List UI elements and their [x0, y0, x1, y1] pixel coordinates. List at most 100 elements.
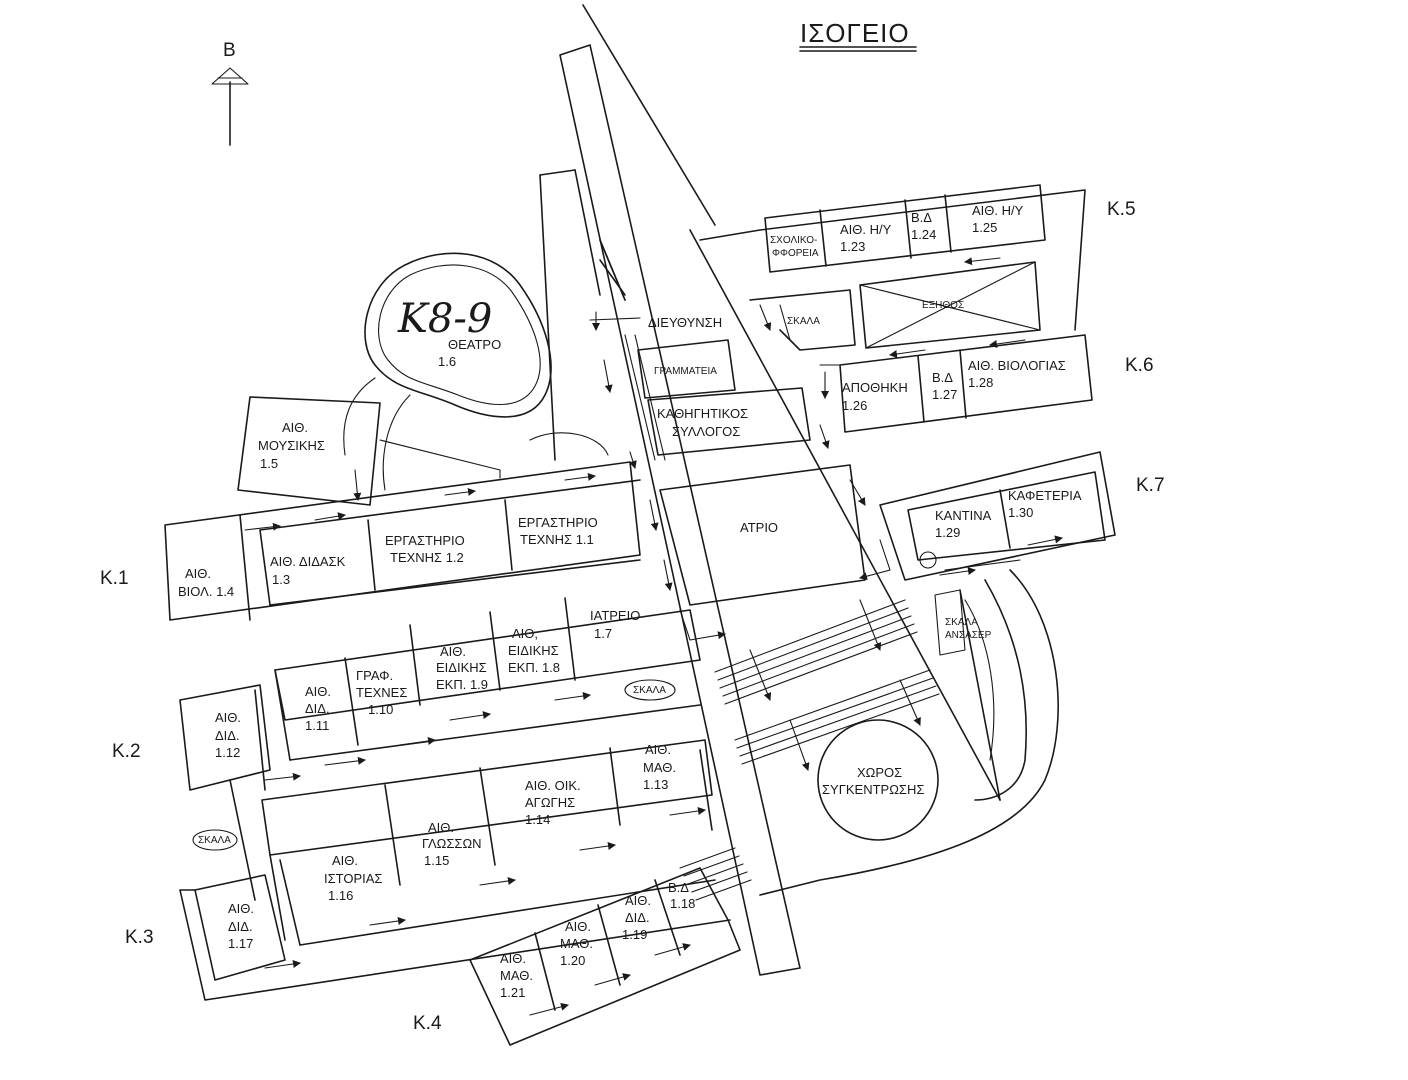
cafeteria-number: 1.30 — [1008, 505, 1033, 520]
north-arrow-icon — [211, 67, 249, 146]
east-corridor — [689, 189, 1086, 801]
theatre-approach — [343, 377, 609, 491]
lang115-label: ΑΙΘ. — [428, 820, 454, 835]
art12-label: ΕΡΓΑΣΤΗΡΙΟ — [385, 533, 465, 548]
yard-block — [749, 261, 1041, 351]
k4-flow-arrows — [529, 943, 691, 1016]
theatre-number: 1.6 — [438, 354, 456, 369]
biol14-label: ΑΙΘ. — [185, 566, 211, 581]
lift-shaft — [934, 589, 966, 656]
bd124-number: 1.24 — [911, 227, 936, 242]
didask13-label: ΑΙΘ. ΔΙΔΑΣΚ — [270, 554, 346, 569]
math121-label-2: ΜΑΘ. — [500, 968, 533, 983]
zone-k7: Κ.7 — [1136, 475, 1165, 496]
math113-number: 1.13 — [643, 777, 668, 792]
zone-k2: Κ.2 — [112, 741, 141, 762]
hist116-label: ΑΙΘ. — [332, 853, 358, 868]
special18-label-2: ΕΙΔΙΚΗΣ — [508, 643, 559, 658]
main-corridor — [539, 4, 801, 976]
plan-title: ΙΣΟΓΕΙΟ — [800, 18, 910, 48]
k1-flow-arrows — [244, 469, 596, 531]
pc125-label: ΑΙΘ. Η/Υ — [972, 203, 1024, 218]
did119-label-2: ΔΙΔ. — [625, 910, 650, 925]
art12-number: ΤΕΧΝΗΣ 1.2 — [390, 550, 464, 565]
shop-label: ΣΧΟΛΙΚΟ- — [770, 235, 817, 246]
spine-flow-arrows — [592, 311, 891, 651]
wing-k6 — [819, 334, 1093, 433]
k6-flow-arrows — [821, 349, 926, 399]
wing-k1 — [164, 461, 641, 621]
pc123-label: ΑΙΘ. Η/Υ — [840, 222, 892, 237]
theatre-label: ΘΕΑΤΡΟ — [448, 337, 501, 352]
k7-flow-arrows — [939, 535, 1063, 576]
did112-number: 1.12 — [215, 745, 240, 760]
teachers-label: ΚΑΘΗΓΗΤΙΚΟΣ — [657, 406, 748, 421]
wing-k4 — [469, 847, 752, 1046]
atrium-label: ΑΤΡΙΟ — [740, 520, 778, 535]
atrium-area — [659, 464, 866, 606]
math113-label-2: ΜΑΘ. — [643, 760, 676, 775]
admin-diag-2 — [634, 334, 666, 461]
music-label-2: ΜΟΥΣΙΚΗΣ — [258, 438, 325, 453]
zone-k4: Κ.4 — [413, 1013, 442, 1034]
math121-number: 1.21 — [500, 985, 525, 1000]
bd127-number: 1.27 — [932, 387, 957, 402]
cafeteria-label: ΚΑΦΕΤΕΡΙΑ — [1008, 488, 1082, 503]
special18-label: ΑΙΘ, — [512, 626, 538, 641]
did111-label-2: ΔΙΔ. — [305, 701, 330, 716]
bio128-number: 1.28 — [968, 375, 993, 390]
hist116-number: 1.16 — [328, 888, 353, 903]
lang115-number: 1.15 — [424, 853, 449, 868]
math120-number: 1.20 — [560, 953, 585, 968]
clinic-label: ΙΑΤΡΕΙΟ — [590, 608, 640, 623]
secretariat-room — [637, 339, 736, 399]
east-curve-wall-3 — [964, 599, 995, 761]
special19-number: ΕΚΠ. 1.9 — [436, 677, 488, 692]
theatre-room — [364, 252, 552, 418]
music-path — [379, 439, 501, 479]
north-label: Β — [223, 40, 236, 61]
special18-number: ΕΚΠ. 1.8 — [508, 660, 560, 675]
assembly-label-2: ΣΥΓΚΕΝΤΡΩΣΗΣ — [822, 782, 924, 797]
yard-flow-arrows — [759, 257, 1026, 348]
bd127-label: Β.Δ — [932, 370, 953, 385]
zone-k5: Κ.5 — [1107, 199, 1136, 220]
did117-number: 1.17 — [228, 936, 253, 951]
stairs-a-label: ΣΚΑΛΑ — [633, 685, 666, 696]
storage-number: 1.26 — [842, 398, 867, 413]
bd124-label: Β.Δ — [911, 210, 932, 225]
special19-label-2: ΕΙΔΙΚΗΣ — [436, 660, 487, 675]
wing-k3 — [179, 739, 731, 1001]
did112-label-2: ΔΙΔ. — [215, 728, 240, 743]
did111-number: 1.11 — [305, 718, 329, 733]
admin-diag — [624, 334, 656, 461]
east-curve-wall-2 — [759, 569, 1059, 896]
home114-label-2: ΑΓΩΓΗΣ — [525, 795, 575, 810]
assembly-label: ΧΩΡΟΣ — [857, 765, 902, 780]
clinic-number: 1.7 — [594, 626, 612, 641]
canteen-number: 1.29 — [935, 525, 960, 540]
storage-label: ΑΠΟΘΗΚΗ — [842, 380, 908, 395]
yard-label: ΕΞΗΘΟΣ — [922, 300, 964, 311]
hist116-label-2: ΙΣΤΟΡΙΑΣ — [324, 871, 382, 886]
canteen-label: ΚΑΝΤΙΝΑ — [935, 508, 992, 523]
teachers-label-2: ΣΥΛΛΟΓΟΣ — [672, 424, 740, 439]
wing-k5 — [764, 184, 1046, 273]
math120-label-2: ΜΑΘ. — [560, 936, 593, 951]
pc125-number: 1.25 — [972, 220, 997, 235]
artoffice-label-2: ΤΕΧΝΕΣ — [356, 685, 407, 700]
pc123-number: 1.23 — [840, 239, 865, 254]
teachers-room — [647, 387, 811, 456]
zone-k3: Κ.3 — [125, 927, 154, 948]
lift-label: ΣΚΑΛΑ — [945, 617, 978, 628]
assembly-area — [817, 719, 939, 841]
did119-number: 1.19 — [622, 927, 647, 942]
lang115-label-2: ΓΛΩΣΣΩΝ — [422, 836, 482, 851]
stair-bands — [714, 599, 940, 771]
did117-label: ΑΙΘ. — [228, 901, 254, 916]
theatre-inner-wall — [378, 264, 541, 405]
shop-label-2: ΦΦΟΡΕΙΑ — [772, 248, 819, 259]
music-room — [237, 396, 381, 506]
bio128-label: ΑΙΘ. ΒΙΟΛΟΓΙΑΣ — [968, 358, 1066, 373]
